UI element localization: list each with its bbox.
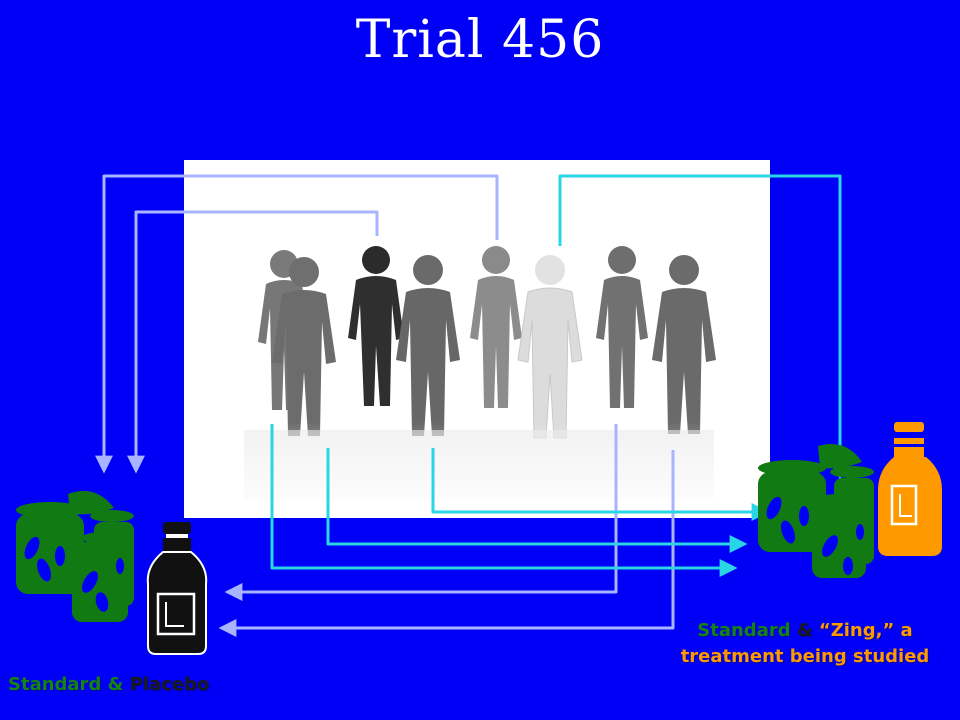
people-group-icon [184,246,770,518]
figure-back-4 [596,246,648,408]
placebo-label-standard: Standard [8,674,102,695]
figure-front-highlight [517,255,583,439]
orange-bottle-icon [878,422,942,556]
figure-front-4 [652,255,716,434]
zing-group-label: Standard & “Zing,” a treatment being stu… [680,618,930,670]
participants-photo [184,160,770,518]
pill-bottles-icon [16,491,134,622]
zing-label-standard: Standard [697,620,791,641]
figure-front-2 [396,255,460,436]
zing-label-treatment: “Zing,” a treatment being studied [680,620,930,667]
zing-label-amp: & [796,620,813,641]
dark-bottle-icon [146,522,208,655]
figure-back-3 [470,246,522,408]
placebo-label-amp: & [107,674,124,695]
pill-bottles-icon [758,444,874,578]
placebo-label-treatment: Placebo [129,674,210,695]
figure-back-2 [348,246,404,406]
slide-title: Trial 456 [355,10,605,70]
placebo-group-label: Standard & Placebo [8,674,248,695]
